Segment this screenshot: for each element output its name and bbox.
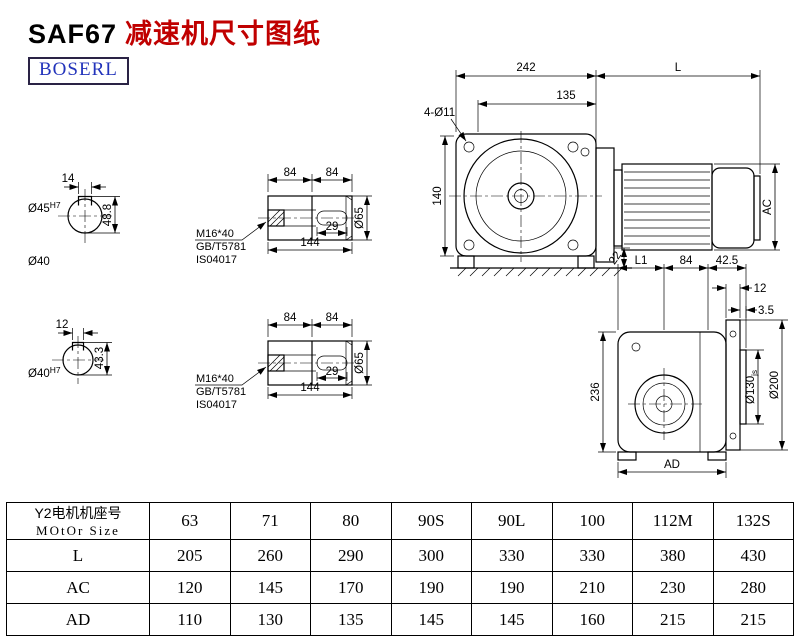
table-cell: 90L [471,502,553,540]
row-label: AD [6,603,150,636]
table-cell: 280 [712,571,794,604]
technical-drawing: 242 L 135 4-Ø11 [28,62,788,478]
table-cell: 330 [551,539,633,572]
dim-135-label: 135 [556,90,575,102]
title-model: SAF67 [28,19,118,49]
dim-48-8-label: 48.8 [102,204,114,226]
dim-242-label: 242 [516,62,535,74]
table-cell: 160 [551,603,633,636]
dim-65-label: Ø65 [354,207,366,229]
dim-29-label: 29 [326,221,339,233]
bore-dia-45-label: Ø45H7 [28,200,61,215]
table-cell: 90S [390,502,472,540]
table-cell: 100 [551,502,633,540]
dim-AC-label: AC [762,199,774,215]
bore-section-bottom: 12 Ø40H7 43.3 [28,319,112,384]
dim-84a-label: 84 [284,167,297,179]
dim-3-5-label: 3.5 [758,305,774,317]
table-cell: 71 [229,502,311,540]
gear-housing [595,147,623,263]
dim-144-label: 144 [300,382,320,394]
note-standard-iso-label: IS04017 [196,399,237,411]
table-cell: 300 [390,539,472,572]
table-cell: 145 [229,571,311,604]
dim-bolt-holes-label: 4-Ø11 [424,107,455,119]
dim-236-label: 236 [590,382,602,401]
dim-65-label: Ø65 [354,352,366,374]
spec-table: Y2电机机座号 MOtOr Size 63 71 80 90S 90L 100 … [6,502,794,636]
mounting-feet [450,255,632,277]
table-cell: 430 [712,539,794,572]
shaft-end-detail-bottom: 84 84 29 144 Ø65 M16*40 GB/T5781 IS04017 [195,312,372,411]
dim-keyway-14-label: 14 [62,173,75,185]
logo-text: BOSERL [39,59,118,80]
dim-43-3-label: 43.3 [94,347,106,369]
dim-12-label: 12 [754,283,767,295]
dim-29-label: 29 [326,366,339,378]
table-row-motor-size: Y2电机机座号 MOtOr Size 63 71 80 90S 90L 100 … [6,502,794,540]
table-cell: 110 [149,603,231,636]
table-cell: 380 [632,539,714,572]
note-bolt-label: M16*40 [196,373,234,385]
side-view: L1 84 42.5 12 3.5 [590,255,788,478]
table-cell: 170 [310,571,392,604]
note-bolt-label: M16*40 [196,228,234,240]
dim-130-label: Ø130js [745,370,759,404]
dim-42-5-label: 42.5 [716,255,738,267]
bore-dia-40-label: Ø40H7 [28,365,61,380]
main-view: 242 L 135 4-Ø11 [424,62,780,277]
table-row-AD: AD 110 130 135 145 145 160 215 215 [6,603,794,636]
dim-84-label: 84 [680,255,693,267]
row-label: AC [6,571,150,604]
table-cell: 190 [471,571,553,604]
dim-144-label: 144 [300,237,320,249]
motor-body [621,163,761,251]
dim-84b-label: 84 [326,312,339,324]
dim-200-label: Ø200 [769,371,781,399]
table-cell: 145 [471,603,553,636]
shaft-end-detail-top: 84 84 29 144 Ø65 M16*40 GB/T5781 IS04017 [195,167,372,266]
table-cell: 190 [390,571,472,604]
dim-L1-label: L1 [635,255,648,267]
flange-plate [449,131,602,262]
dim-140-label: 140 [432,186,444,205]
table-cell-header: Y2电机机座号 MOtOr Size [6,502,150,540]
table-cell: 215 [632,603,714,636]
header-label-en: MOtOr Size [36,523,120,538]
table-row-AC: AC 120 145 170 190 190 210 230 280 [6,571,794,604]
table-cell: 120 [149,571,231,604]
dim-AD-label: AD [664,459,680,471]
dim-84b-label: 84 [326,167,339,179]
table-cell: 112M [632,502,714,540]
dim-84a-label: 84 [284,312,297,324]
dim-L-label: L [675,62,682,74]
note-standard-gb-label: GB/T5781 [196,386,246,398]
table-cell: 215 [712,603,794,636]
boserl-logo: BOSERL [28,57,129,85]
table-cell: 210 [551,571,633,604]
note-standard-gb-label: GB/T5781 [196,241,246,253]
title-suffix: 减速机尺寸图纸 [125,19,322,49]
header-label-cn: Y2电机机座号 [34,505,122,521]
table-cell: 130 [229,603,311,636]
table-cell: 135 [310,603,392,636]
table-cell: 330 [471,539,553,572]
housing-profile [617,319,747,461]
table-cell: 132S [712,502,794,540]
table-cell: 290 [310,539,392,572]
table-cell: 63 [149,502,231,540]
dim-keyway-12-label: 12 [56,319,69,331]
table-cell: 205 [149,539,231,572]
table-cell: 80 [310,502,392,540]
table-cell: 260 [229,539,311,572]
note-standard-iso-label: IS04017 [196,254,237,266]
row-label: L [6,539,150,572]
shaft-dia-40-label: Ø40 [28,256,50,268]
table-cell: 145 [390,603,472,636]
table-cell: 230 [632,571,714,604]
table-row-L: L 205 260 290 300 330 330 380 430 [6,539,794,572]
bore-section-top: 14 Ø45H7 48.8 [28,173,120,243]
dim-22-label: 22 [607,250,624,267]
